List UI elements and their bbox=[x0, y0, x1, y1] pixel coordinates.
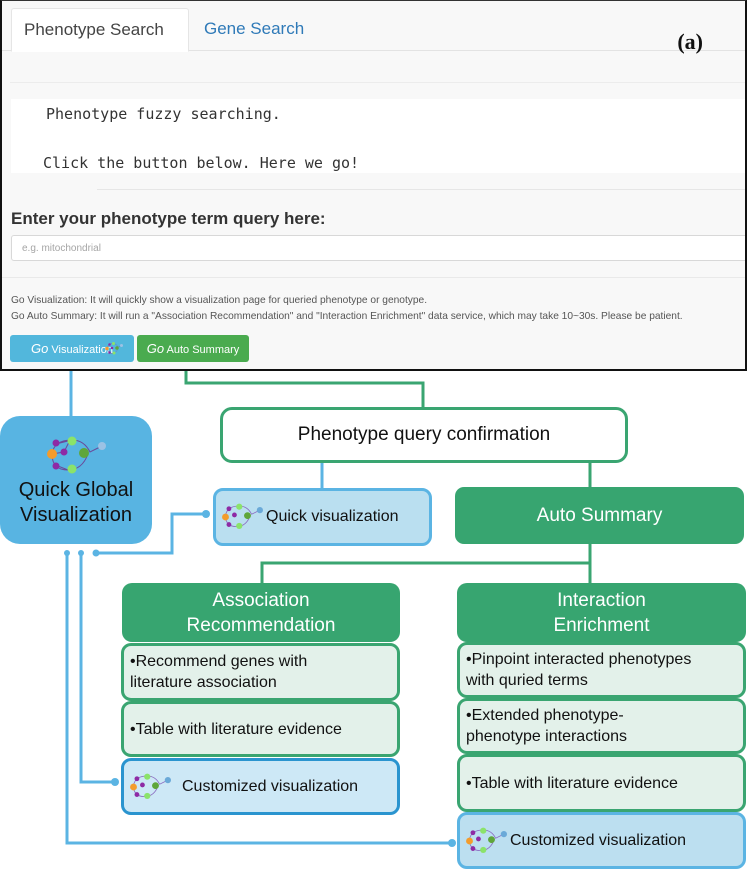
interaction-item: •Table with literature evidence bbox=[457, 754, 746, 812]
header-label: Recommendation bbox=[186, 614, 336, 636]
phenotype-query-confirmation-node: Phenotype query confirmation bbox=[220, 407, 628, 463]
interaction-customized-visualization-node: Customized visualization bbox=[457, 812, 746, 869]
connector-dot bbox=[78, 550, 84, 556]
item-text: •Extended phenotype- bbox=[466, 707, 624, 724]
quick-global-visualization-node: Quick Global Visualization bbox=[0, 416, 152, 544]
auto-summary-node: Auto Summary bbox=[455, 487, 744, 544]
quick-visualization-node: Quick visualization bbox=[213, 488, 432, 546]
node-label: Quick visualization bbox=[266, 508, 399, 525]
network-graph-icon bbox=[466, 827, 507, 853]
item-text: •Pinpoint interacted phenotypes bbox=[466, 651, 692, 668]
header-label: Association bbox=[212, 589, 310, 611]
go-prefix: Go bbox=[31, 341, 49, 356]
interaction-item: •Pinpoint interacted phenotypes with qur… bbox=[457, 642, 746, 698]
connector-global-to-cust-left bbox=[79, 553, 115, 784]
item-text: phenotype interactions bbox=[466, 728, 627, 745]
header-label: Interaction bbox=[557, 589, 646, 611]
header-label: Enrichment bbox=[553, 614, 650, 636]
connector-dot bbox=[64, 550, 70, 556]
association-item: •Recommend genes with literature associa… bbox=[121, 643, 400, 701]
intro-box: Phenotype fuzzy searching. Click the but… bbox=[11, 99, 745, 173]
divider bbox=[2, 277, 745, 278]
go-auto-summary-button[interactable]: Go Auto Summary bbox=[137, 335, 249, 362]
go-visualization-button[interactable]: Go Visualization bbox=[10, 335, 134, 362]
search-panel-screenshot: Phenotype Search Gene Search (a) Phenoty… bbox=[0, 0, 747, 371]
intro-line-2: Click the button below. Here we go! bbox=[43, 154, 360, 172]
network-graph-icon bbox=[222, 503, 263, 530]
node-label: Customized visualization bbox=[510, 831, 687, 849]
button-label: Auto Summary bbox=[166, 344, 240, 356]
tab-bar: Phenotype Search Gene Search bbox=[2, 1, 745, 52]
association-customized-visualization-node: Customized visualization bbox=[121, 758, 400, 815]
association-recommendation-header: Association Recommendation bbox=[122, 583, 400, 642]
connector-dot bbox=[92, 549, 100, 557]
query-label: Enter your phenotype term query here: bbox=[11, 209, 326, 228]
phenotype-query-input[interactable] bbox=[11, 235, 745, 261]
interaction-enrichment-header: Interaction Enrichment bbox=[457, 583, 746, 642]
node-label: Quick Global bbox=[18, 479, 134, 501]
item-text: with quried terms bbox=[466, 672, 588, 689]
node-label: Customized visualization bbox=[182, 777, 359, 795]
tab-phenotype-search[interactable]: Phenotype Search bbox=[11, 8, 189, 52]
go-prefix: Go bbox=[146, 341, 165, 356]
connector-dot bbox=[111, 778, 119, 786]
go-visualization-description: Go Visualization: It will quickly show a… bbox=[11, 295, 428, 306]
item-text: •Table with literature evidence bbox=[130, 720, 342, 738]
item-text: •Recommend genes with bbox=[130, 653, 308, 670]
item-text: literature association bbox=[130, 674, 277, 691]
item-text: •Table with literature evidence bbox=[466, 774, 678, 792]
network-graph-icon bbox=[130, 773, 171, 799]
panel-label: (a) bbox=[677, 29, 703, 54]
connector-dot bbox=[202, 510, 210, 518]
button-label: Visualization bbox=[51, 344, 113, 356]
connector-auto-to-columns bbox=[260, 544, 592, 583]
interaction-item: •Extended phenotype- phenotype interacti… bbox=[457, 698, 746, 754]
network-graph-icon bbox=[105, 342, 123, 355]
go-auto-summary-description: Go Auto Summary: It will run a "Associat… bbox=[11, 311, 683, 322]
node-label: Visualization bbox=[20, 504, 132, 526]
divider bbox=[97, 189, 745, 190]
tab-gene-search[interactable]: Gene Search bbox=[204, 19, 305, 38]
association-item: •Table with literature evidence bbox=[121, 701, 400, 757]
network-graph-icon bbox=[47, 436, 106, 474]
intro-line-1: Phenotype fuzzy searching. bbox=[46, 105, 281, 123]
divider bbox=[10, 82, 745, 83]
connector-dot bbox=[448, 839, 456, 847]
